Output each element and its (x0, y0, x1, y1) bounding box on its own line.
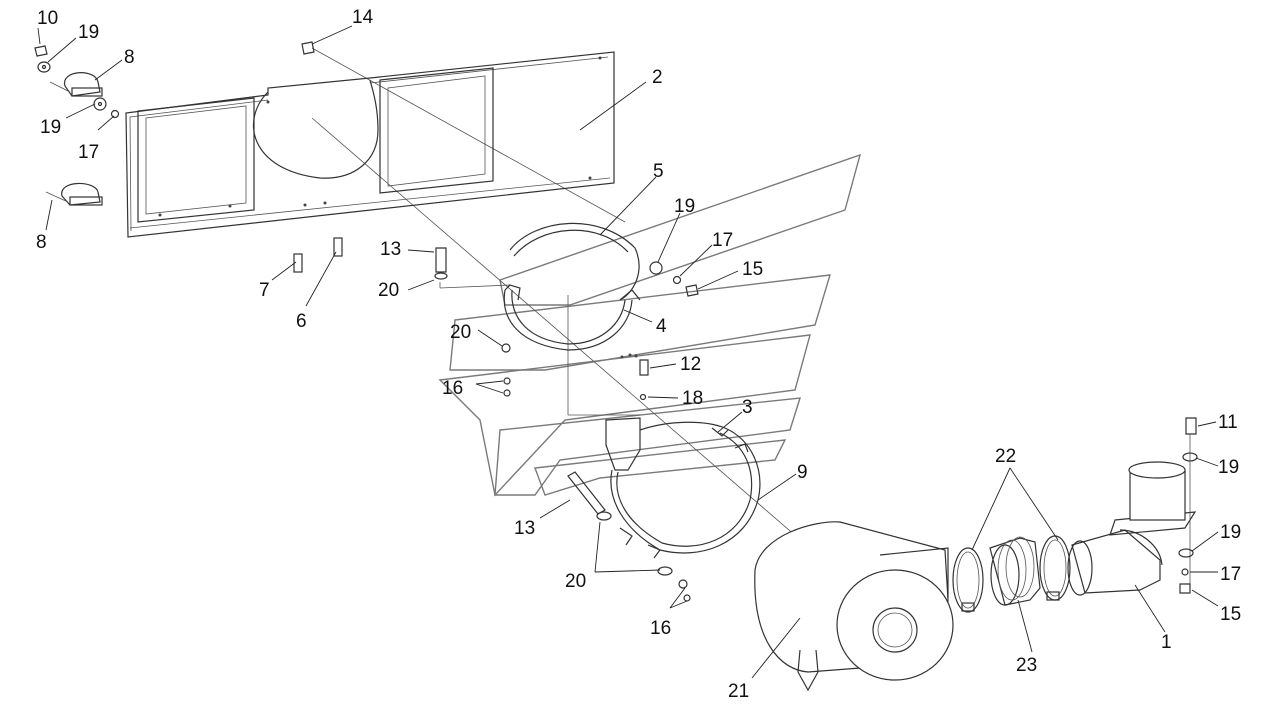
callout-15: 15 (742, 259, 763, 280)
callout-8: 8 (124, 47, 135, 68)
callout-15: 15 (1220, 604, 1241, 625)
callout-13: 13 (514, 518, 535, 539)
callout-7: 7 (259, 280, 270, 301)
strap-part-5-ring (434, 222, 699, 397)
hose-part-23 (989, 536, 1041, 606)
callout-19: 19 (1218, 457, 1239, 478)
bracket-part-3-strap-9 (567, 417, 761, 602)
air-filter-housing-part-21 (754, 521, 954, 692)
callout-6: 6 (296, 311, 307, 332)
hardware-top-left (34, 41, 315, 119)
callout-20: 20 (565, 571, 586, 592)
callout-21: 21 (728, 681, 749, 702)
callout-9: 9 (797, 462, 808, 483)
callout-17: 17 (78, 142, 99, 163)
callout-18: 18 (682, 388, 703, 409)
callout-5: 5 (653, 161, 664, 182)
clamp-part-8-lower (45, 182, 103, 206)
callout-14: 14 (352, 7, 374, 28)
callout-17: 17 (1220, 564, 1241, 585)
hose-clamp-part-22-b (1039, 535, 1071, 601)
callout-19: 19 (78, 22, 99, 43)
clamp-part-8-upper (49, 72, 103, 97)
intake-elbow-part-1 (1067, 461, 1197, 596)
watermark-logo (438, 153, 862, 497)
bolt-part-12 (620, 353, 649, 401)
callout-19: 19 (674, 196, 695, 217)
callout-1: 1 (1161, 632, 1172, 653)
callout-4: 4 (656, 316, 667, 337)
callout-20: 20 (378, 280, 399, 301)
callout-2: 2 (652, 67, 663, 88)
callout-23: 23 (1016, 655, 1037, 676)
callout-3: 3 (742, 397, 753, 418)
panel-part-2 (125, 51, 615, 238)
callout-16: 16 (442, 378, 463, 399)
hardware-right (1178, 417, 1198, 594)
leader-lines (37, 25, 1219, 679)
callout-10: 10 (37, 8, 58, 29)
callout-13: 13 (380, 239, 401, 260)
callout-11: 11 (1218, 412, 1238, 433)
hose-clamp-part-22-a (952, 547, 984, 613)
callout-labels: 10 19 8 19 17 8 14 2 5 19 17 15 13 20 7 … (36, 7, 1241, 702)
assembly-axis-lines (311, 47, 871, 601)
callout-12: 12 (680, 354, 701, 375)
callout-20: 20 (450, 322, 471, 343)
callout-8: 8 (36, 232, 47, 253)
callout-22: 22 (995, 446, 1016, 467)
callout-19: 19 (40, 117, 61, 138)
callout-19: 19 (1220, 522, 1241, 543)
callout-17: 17 (712, 230, 733, 251)
callout-16: 16 (650, 618, 671, 639)
